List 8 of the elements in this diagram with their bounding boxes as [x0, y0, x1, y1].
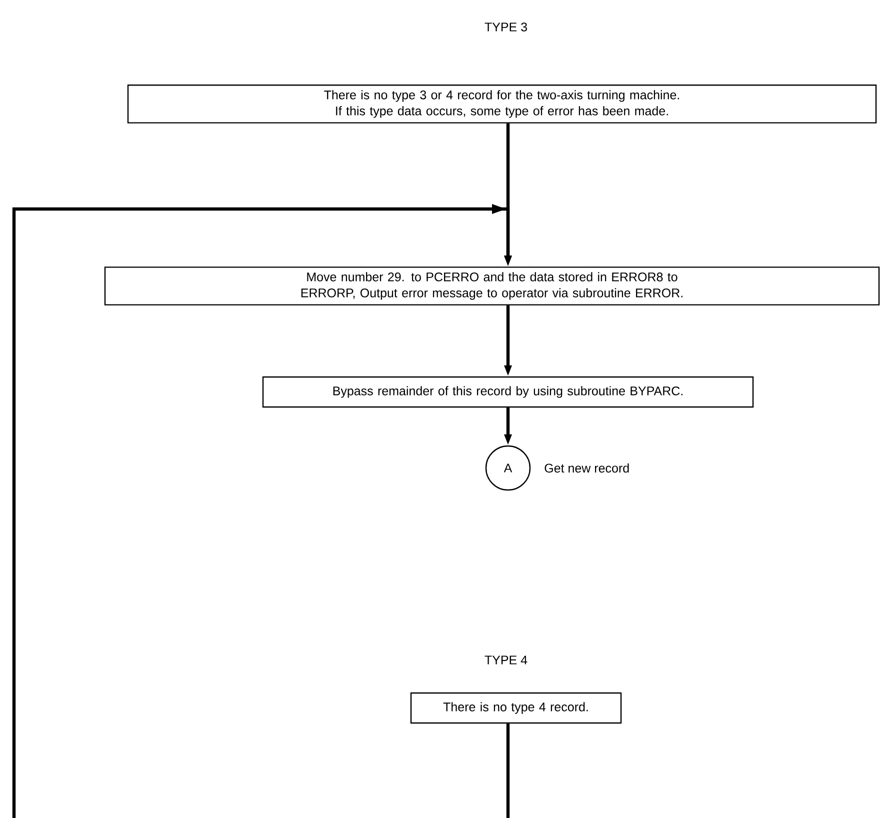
arrow — [12, 204, 512, 818]
section-heading: TYPE 3 — [484, 22, 527, 32]
section-heading: TYPE 4 — [484, 656, 528, 664]
process-box: Bypass remainder of this record by using subroutine BYPARC. — [262, 376, 754, 408]
process-box: There is no type 4 record. — [410, 692, 622, 724]
note-text: Get new record — [544, 463, 629, 473]
process-box: There is no type 3 or 4 record for the two-axis turning machine. If this type data occurs, some type of error has been made. — [127, 84, 877, 124]
process-box: Move number 29. to PCERRO and the data stored in ERROR8 to ERRORP, Output error message to operator via subroutine ERROR. — [104, 266, 880, 306]
